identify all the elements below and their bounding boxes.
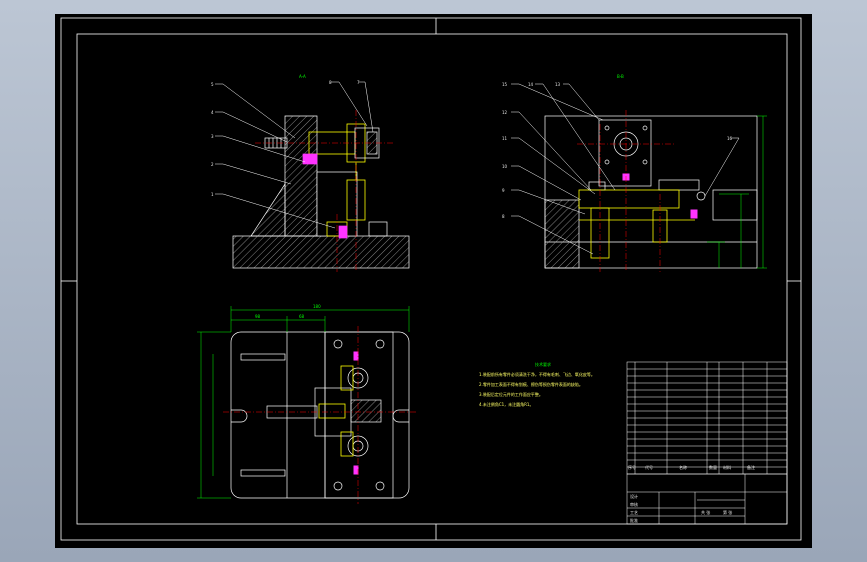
left-section-view — [232, 115, 410, 269]
note-line-4: 4.未注倒角C1，未注圆角R1。 — [479, 401, 533, 407]
balloon-2: 2 — [211, 162, 214, 167]
balloon-13: 13 — [555, 82, 561, 87]
plan-view — [230, 331, 410, 499]
dim-overall-width: 180 — [313, 304, 321, 309]
dim-left-span: 98 — [255, 314, 261, 319]
balloon-3: 3 — [211, 134, 214, 139]
title-block — [626, 473, 788, 525]
balloon-8r: 8 — [502, 214, 505, 219]
label-approve: 批准 — [630, 517, 638, 523]
note-line-2: 2.零件加工表面不得有划痕、擦伤等损伤零件表面的缺陷。 — [479, 381, 583, 387]
cad-viewport[interactable]: 5 4 3 2 1 8 7 A-A — [55, 14, 812, 548]
balloon-7: 7 — [357, 80, 360, 85]
drawing-frame — [60, 17, 802, 541]
section-label-right: B-B — [617, 74, 624, 79]
col-qty: 数量 — [709, 464, 717, 470]
balloon-10: 10 — [502, 164, 508, 169]
balloon-12: 12 — [502, 110, 508, 115]
right-view-leaders — [511, 83, 740, 255]
plan-view-dimensions — [197, 306, 410, 499]
label-process: 工艺 — [630, 510, 638, 515]
col-name: 名称 — [679, 464, 687, 470]
dim-mid-span: 68 — [299, 314, 305, 319]
balloon-5: 5 — [211, 82, 214, 87]
right-view-centerlines — [577, 110, 675, 272]
plan-view-centerlines — [223, 326, 417, 504]
fixture-assembly-drawing: 5 4 3 2 1 8 7 A-A — [60, 17, 802, 541]
col-code: 代号 — [645, 464, 653, 470]
note-line-3: 3.装配后定位元件的工作面应平整。 — [479, 391, 543, 397]
left-view-leaders — [215, 81, 374, 229]
balloon-14: 14 — [528, 82, 534, 87]
sheet-index: 第 张 — [723, 509, 732, 515]
right-section-view — [544, 115, 758, 269]
right-view-yellow-parts — [578, 189, 695, 259]
left-view-centerlines — [255, 110, 395, 272]
balloon-1: 1 — [211, 192, 214, 197]
left-view-balloons: 5 4 3 2 1 8 7 A-A — [211, 74, 360, 197]
title-block-labels: 设计 审核 工艺 批准 共 张 第 张 — [630, 493, 732, 523]
section-label-left: A-A — [299, 74, 306, 79]
balloon-16: 16 — [727, 136, 733, 141]
balloon-15: 15 — [502, 82, 508, 87]
label-design: 设计 — [630, 493, 638, 499]
note-line-1: 1.装配前所有零件必须清洗干净，不得有毛刺、飞边、氧化皮等。 — [479, 371, 595, 377]
label-review: 审核 — [630, 501, 638, 507]
col-remark: 备注 — [747, 464, 755, 470]
technical-notes: 技术要求 1.装配前所有零件必须清洗干净，不得有毛刺、飞边、氧化皮等。 2.零件… — [479, 361, 595, 407]
notes-heading: 技术要求 — [535, 361, 551, 367]
col-material: 材料 — [723, 464, 731, 470]
right-view-dimensions — [707, 115, 767, 269]
right-view-balloons: 15 14 13 12 11 10 9 8 16 B-B — [502, 74, 733, 219]
balloon-9: 9 — [502, 188, 505, 193]
parts-list-header: 序号 代号 名称 数量 材料 备注 — [628, 464, 755, 470]
balloon-11: 11 — [502, 136, 508, 141]
balloon-8: 8 — [329, 80, 332, 85]
plan-view-yellow-parts — [318, 365, 354, 457]
sheet-total: 共 张 — [701, 509, 710, 515]
plan-view-dim-labels: 180 98 68 — [255, 304, 321, 319]
balloon-4: 4 — [211, 110, 214, 115]
col-index: 序号 — [628, 464, 636, 470]
parts-list-grid — [626, 361, 788, 475]
